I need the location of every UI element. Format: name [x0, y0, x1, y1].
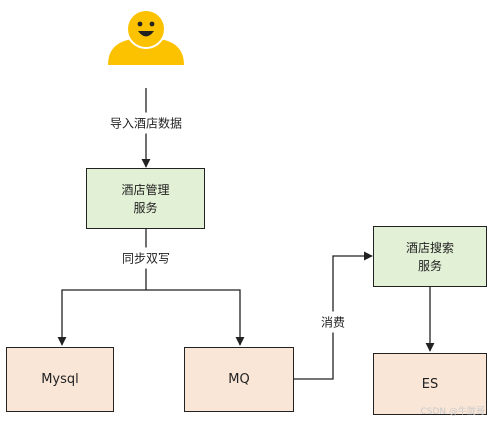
- edge-label-dual-write: 同步双写: [119, 247, 173, 269]
- node-mysql-label: Mysql: [41, 372, 79, 387]
- node-es-label: ES: [421, 376, 439, 392]
- node-hotel-search-service: 酒店搜索 服务: [373, 226, 487, 287]
- node-hotel-search-label: 酒店搜索 服务: [405, 240, 454, 273]
- watermark: CSDN @牛陇哥: [420, 407, 485, 417]
- node-es: ES: [373, 353, 487, 415]
- edge-label-import: 导入酒店数据: [107, 112, 185, 134]
- edge-dual-write: [57, 229, 245, 346]
- node-mq-label: MQ: [228, 372, 250, 387]
- node-mq: MQ: [184, 347, 294, 412]
- user-smiley-icon: [108, 9, 184, 65]
- node-mysql: Mysql: [6, 347, 114, 412]
- edge-label-consume: 消费: [318, 311, 348, 333]
- node-hotel-admin-service: 酒店管理 服务: [86, 168, 205, 229]
- node-hotel-admin-label: 酒店管理 服务: [121, 182, 170, 215]
